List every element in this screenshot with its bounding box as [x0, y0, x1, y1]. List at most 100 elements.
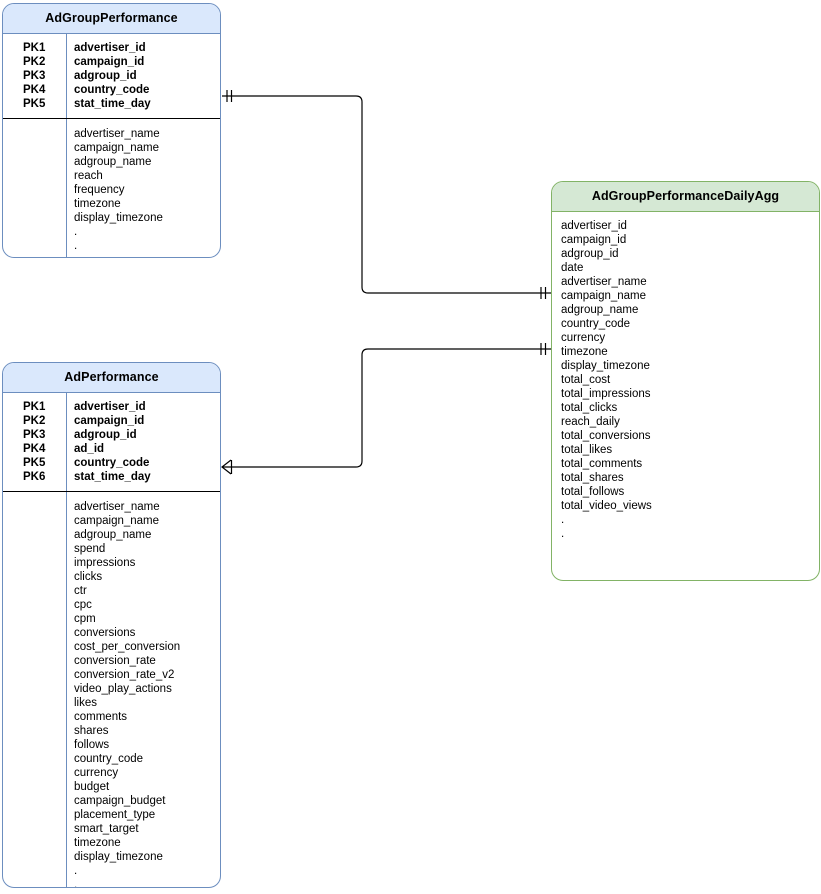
pk-label: PK4: [23, 443, 46, 455]
attribute-field: video_play_actions: [74, 683, 172, 695]
attribute-field: advertiser_name: [74, 128, 160, 140]
attribute-section: advertiser_name campaign_name adgroup_na…: [3, 492, 220, 888]
attribute-field: total_cost: [561, 374, 611, 386]
attribute-gutter: [3, 492, 66, 887]
entity-title-adgroup-performance: AdGroupPerformance: [3, 4, 220, 34]
entity-title-adgroup-performance-daily-agg: AdGroupPerformanceDailyAgg: [552, 182, 819, 212]
attribute-field: adgroup_name: [561, 304, 639, 316]
entity-body-ad-performance: PK1 PK2 PK3 PK4 PK5 PK6 advertiser_id ca…: [3, 393, 220, 888]
attribute-field: spend: [74, 543, 106, 555]
pk-field: stat_time_day: [74, 471, 151, 483]
pk-field: adgroup_id: [74, 429, 137, 441]
attribute-field: country_code: [561, 318, 631, 330]
attribute-field: .: [74, 226, 78, 238]
pk-field: campaign_id: [74, 415, 145, 427]
pk-label-column: PK1 PK2 PK3 PK4 PK5 PK6: [3, 393, 66, 491]
attribute-field: total_follows: [561, 486, 625, 498]
attribute-section: advertiser_name campaign_name adgroup_na…: [3, 119, 220, 257]
attribute-field: total_conversions: [561, 430, 651, 442]
attribute-field: country_code: [74, 753, 144, 765]
attribute-column: advertiser_id campaign_id adgroup_id dat…: [552, 212, 819, 551]
pk-field: ad_id: [74, 443, 105, 455]
attribute-field: reach_daily: [561, 416, 620, 428]
primary-key-section: PK1 PK2 PK3 PK4 PK5 advertiser_id campai…: [3, 34, 220, 118]
attribute-field: total_impressions: [561, 388, 651, 400]
attribute-field: frequency: [74, 184, 125, 196]
attribute-field: campaign_name: [74, 142, 160, 154]
pk-label: PK1: [23, 42, 46, 54]
attribute-field: .: [74, 240, 78, 252]
entity-adgroup-performance[interactable]: AdGroupPerformance PK1 PK2 PK3 PK4 PK5 a…: [2, 3, 221, 258]
attribute-gutter: [3, 119, 66, 257]
relationship-adperf-to-agg[interactable]: [221, 343, 551, 475]
pk-label: PK3: [23, 70, 46, 82]
pk-label: PK5: [23, 98, 46, 110]
attribute-column: advertiser_name campaign_name adgroup_na…: [66, 492, 220, 888]
entity-body-adgroup-performance-daily-agg: advertiser_id campaign_id adgroup_id dat…: [552, 212, 819, 551]
attribute-field: clicks: [74, 571, 103, 583]
column-divider: [66, 34, 67, 118]
attribute-field: cpm: [74, 613, 96, 625]
attribute-field: display_timezone: [74, 851, 163, 863]
pk-field-column: advertiser_id campaign_id adgroup_id ad_…: [66, 393, 220, 491]
attribute-field: advertiser_name: [74, 501, 160, 513]
attribute-field: total_clicks: [561, 402, 618, 414]
pk-label: PK5: [23, 457, 46, 469]
attribute-field: total_comments: [561, 458, 643, 470]
pk-label: PK1: [23, 401, 46, 413]
attribute-field: .: [74, 865, 78, 877]
attribute-field: impressions: [74, 557, 136, 569]
attribute-field: follows: [74, 739, 110, 751]
attribute-field: campaign_budget: [74, 795, 166, 807]
attribute-field: timezone: [74, 198, 121, 210]
attribute-field: .: [74, 879, 78, 888]
attribute-field: comments: [74, 711, 128, 723]
pk-label: PK6: [23, 471, 46, 483]
pk-label: PK3: [23, 429, 46, 441]
relationship-adgroupperf-to-agg[interactable]: [222, 90, 551, 299]
column-divider: [66, 119, 67, 257]
pk-field: country_code: [74, 457, 150, 469]
pk-label: PK2: [23, 415, 46, 427]
attribute-field: timezone: [561, 346, 608, 358]
column-divider: [66, 492, 67, 887]
attribute-field: campaign_name: [561, 290, 647, 302]
attribute-field: adgroup_name: [74, 156, 152, 168]
pk-field: adgroup_id: [74, 70, 137, 82]
attribute-field: adgroup_name: [74, 529, 152, 541]
attribute-field: campaign_id: [561, 234, 627, 246]
attribute-field: conversions: [74, 627, 136, 639]
attribute-field: smart_target: [74, 823, 139, 835]
entity-adgroup-performance-daily-agg[interactable]: AdGroupPerformanceDailyAgg advertiser_id…: [551, 181, 820, 581]
pk-field: stat_time_day: [74, 98, 151, 110]
relationship-line: [222, 348, 551, 468]
attribute-field: currency: [561, 332, 606, 344]
attribute-field: timezone: [74, 837, 121, 849]
entity-title-ad-performance: AdPerformance: [3, 363, 220, 393]
attribute-column: advertiser_name campaign_name adgroup_na…: [66, 119, 220, 257]
relationship-line: [222, 95, 551, 294]
pk-field-column: advertiser_id campaign_id adgroup_id cou…: [66, 34, 220, 118]
attribute-field: cpc: [74, 599, 92, 611]
attribute-field: date: [561, 262, 584, 274]
cardinality-one-and-only-one-icon: [540, 343, 547, 355]
pk-field: campaign_id: [74, 56, 145, 68]
attribute-field: .: [561, 514, 565, 526]
attribute-field: likes: [74, 697, 98, 709]
attribute-field: total_shares: [561, 472, 624, 484]
pk-field: country_code: [74, 84, 150, 96]
attribute-field: ctr: [74, 585, 87, 597]
key-section-divider: [3, 491, 220, 492]
attribute-field: cost_per_conversion: [74, 641, 181, 653]
attribute-field: display_timezone: [561, 360, 650, 372]
pk-label: PK4: [23, 84, 46, 96]
attribute-field: shares: [74, 725, 109, 737]
attribute-field: conversion_rate_v2: [74, 669, 175, 681]
attribute-field: budget: [74, 781, 110, 793]
cardinality-one-and-only-one-icon: [540, 287, 547, 299]
attribute-field: total_likes: [561, 444, 613, 456]
attribute-field: .: [561, 528, 565, 540]
entity-ad-performance[interactable]: AdPerformance PK1 PK2 PK3 PK4 PK5 PK6 ad…: [2, 362, 221, 888]
cardinality-many-crowsfoot-icon: [221, 459, 233, 475]
